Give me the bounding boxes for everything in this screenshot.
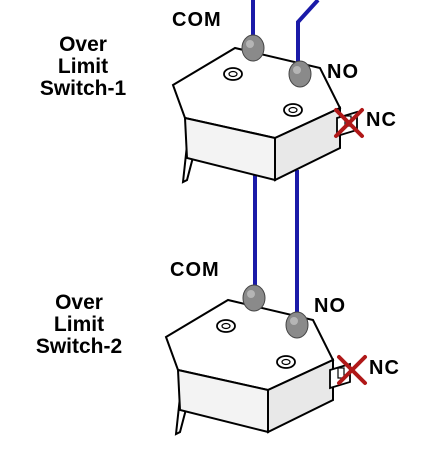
switch-1-title-line-2: Limit <box>57 55 109 78</box>
wire-no-top <box>296 0 320 68</box>
microswitch-2-body <box>165 299 351 435</box>
com-terminal-2 <box>242 284 266 312</box>
switch-2-nc-label: NC <box>369 357 400 379</box>
switch-1-com-label: COM <box>172 9 222 31</box>
switch-1-title-line-1: Over <box>59 33 107 56</box>
switch-2-com-label: COM <box>170 259 220 281</box>
switch-2-title-line-2: Limit <box>53 313 105 336</box>
switch-2-title: Over Limit Switch-2 <box>4 292 154 358</box>
switch-2-title-line-1: Over <box>55 291 103 314</box>
wires <box>251 0 320 322</box>
no-terminal-2 <box>285 311 309 339</box>
switch-1-title-line-3: Switch-1 <box>39 77 127 100</box>
switch-1-title: Over Limit Switch-1 <box>8 34 158 100</box>
switch-2-no-label: NO <box>314 295 346 317</box>
switch-1-nc-label: NC <box>366 109 397 131</box>
switch-1-no-label: NO <box>327 61 359 83</box>
switch-2-title-line-3: Switch-2 <box>35 335 123 358</box>
no-terminal-1 <box>288 60 312 88</box>
com-terminal-1 <box>241 34 265 62</box>
